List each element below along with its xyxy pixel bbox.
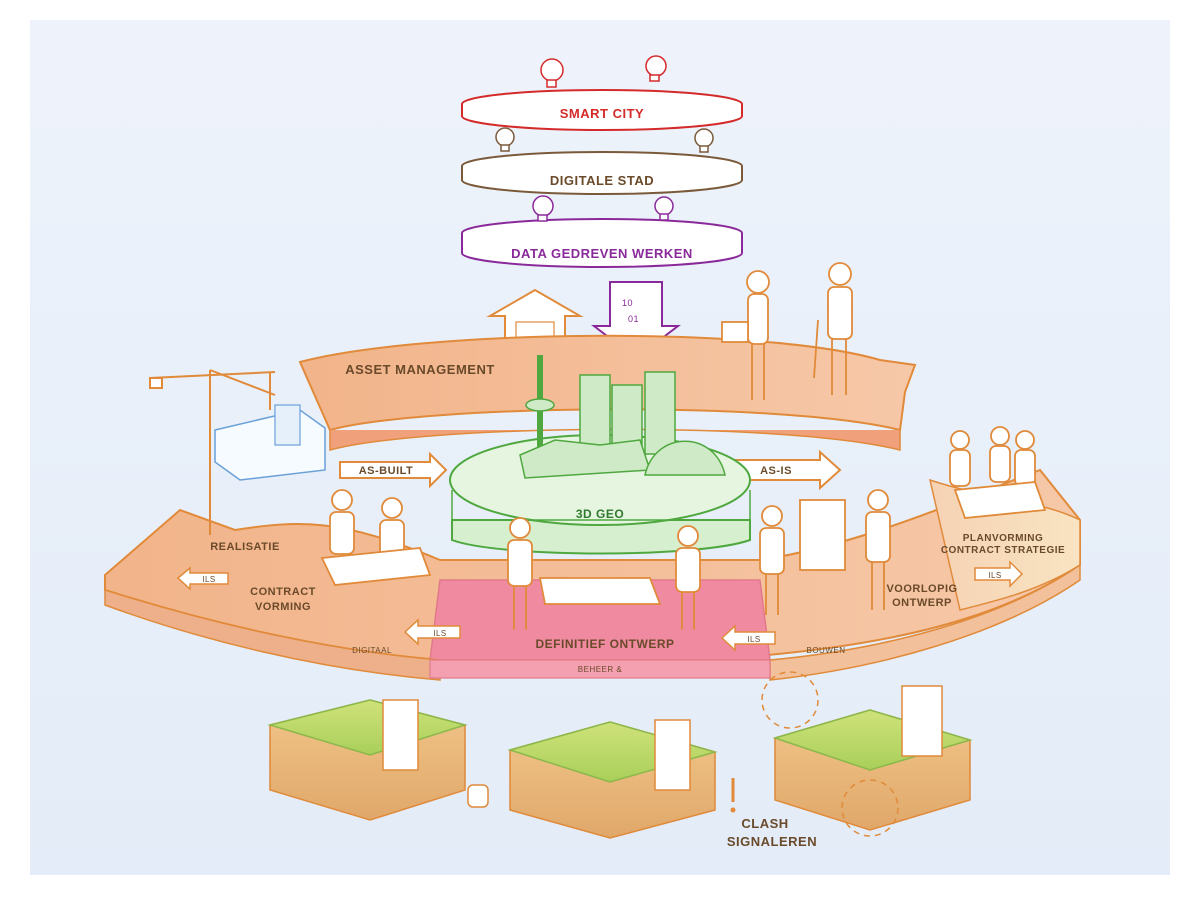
clash-label: CLASH [741,816,788,831]
person-figure [813,262,853,395]
lightbulb-icon [532,195,674,222]
svg-text:ILS: ILS [988,571,1002,580]
person-figure [759,489,891,615]
svg-text:AS-IS: AS-IS [760,465,792,477]
contract-vorming-label-2: VORMING [255,601,311,613]
digitaal-label: DIGITAAL [352,646,392,655]
exclamation-icon [730,778,736,813]
voorlopig-ontwerp-label-2: ONTWERP [892,597,952,609]
landscape-block-3 [761,671,973,837]
person-figure [507,517,701,630]
lightbulb-icon [540,55,667,88]
person-figure [320,489,432,586]
contract-vorming-label: CONTRACT [250,586,316,598]
as-built-arrow: AS-BUILT [339,451,448,489]
digitale-stad-disk: DIGITALE STAD [461,151,743,195]
person-figure [949,426,1047,519]
smart-city-disk: SMART CITY [461,89,743,131]
signaleren-label: SIGNALEREN [727,834,817,849]
3d-geo-label: 3D GEO [576,507,624,521]
smart-city-label: SMART CITY [560,106,644,121]
contract-strategie-label: CONTRACT STRATEGIE [941,545,1065,556]
svg-text:AS-BUILT: AS-BUILT [359,465,414,477]
svg-text:ILS: ILS [747,635,761,644]
lightbulb-icon [495,127,714,153]
digitale-stad-label: DIGITALE STAD [550,173,654,188]
thumbs-up-icon [467,784,489,808]
svg-text:ILS: ILS [433,629,447,638]
realisatie-label: REALISATIE [210,541,280,553]
ils-arrow-left: ILS [720,624,776,652]
ils-arrow-left: ILS [403,618,461,646]
definitief-ontwerp-label: DEFINITIEF ONTWERP [536,637,675,651]
svg-text:10: 10 [622,298,633,308]
person-figure [721,270,770,400]
voorlopig-ontwerp-label: VOORLOPIG [886,583,957,595]
beheer-label: BEHEER & [578,665,623,674]
planvorming-label: PLANVORMING [963,533,1044,544]
ils-arrow-right: ILS [974,560,1024,588]
svg-text:ILS: ILS [202,575,216,584]
asset-management-label: ASSET MANAGEMENT [345,362,495,377]
ils-arrow-left: ILS [176,566,229,591]
data-gedreven-label: DATA GEDREVEN WERKEN [511,246,693,261]
landscape-block-1 [267,699,468,821]
construction-crane [149,369,276,535]
landscape-block-2 [507,719,718,839]
svg-text:01: 01 [628,314,639,324]
bouwen-label: BOUWEN [807,646,846,655]
building-model [214,404,326,481]
data-gedreven-disk: DATA GEDREVEN WERKEN [461,218,743,268]
